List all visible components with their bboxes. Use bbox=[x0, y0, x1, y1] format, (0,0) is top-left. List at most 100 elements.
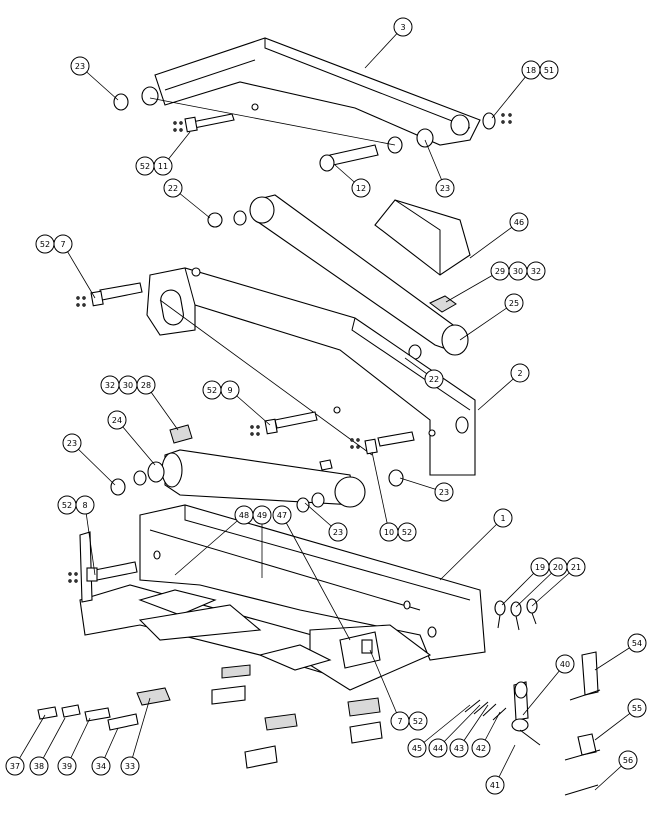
callout-bubble bbox=[618, 750, 638, 770]
callout-23: 23 bbox=[62, 433, 116, 486]
callout-number: 52 bbox=[207, 386, 217, 395]
callout-23: 23 bbox=[424, 139, 455, 198]
callout-bubble bbox=[120, 756, 140, 776]
part-41-handle bbox=[511, 718, 541, 746]
callout-34: 34 bbox=[91, 727, 119, 776]
callout-number: 49 bbox=[257, 511, 267, 520]
callout-number: 19 bbox=[535, 563, 545, 572]
callout-48: 48 bbox=[174, 505, 254, 576]
callout-30: 30 bbox=[508, 261, 528, 281]
callout-49: 49 bbox=[252, 505, 272, 578]
callout-number: 52 bbox=[140, 162, 150, 171]
callout-19: 19 bbox=[501, 557, 550, 606]
part-2-middle-arm bbox=[146, 267, 476, 476]
callout-3: 3 bbox=[364, 17, 413, 69]
callout-bubble bbox=[107, 410, 127, 430]
callout-8: 8 bbox=[75, 495, 96, 576]
callout-number: 33 bbox=[125, 762, 135, 771]
part-8-pin bbox=[68, 531, 138, 603]
callout-45: 45 bbox=[407, 704, 471, 758]
leader-line bbox=[522, 663, 566, 716]
callout-47: 47 bbox=[272, 505, 351, 641]
callout-bubble bbox=[424, 369, 444, 389]
part-39-plate bbox=[84, 707, 111, 722]
callout-number: 28 bbox=[141, 381, 151, 390]
leader-line bbox=[84, 504, 96, 576]
callout-bubble bbox=[272, 505, 292, 525]
callout-18: 18 bbox=[491, 60, 541, 119]
callout-number: 22 bbox=[429, 375, 439, 384]
callout-number: 56 bbox=[623, 756, 633, 765]
callout-number: 23 bbox=[75, 62, 85, 71]
callout-29: 29 bbox=[445, 261, 510, 303]
callout-bubble bbox=[351, 178, 371, 198]
callout-number: 51 bbox=[544, 66, 554, 75]
callout-bubble bbox=[91, 756, 111, 776]
callout-bubble bbox=[434, 482, 454, 502]
callout-bubble bbox=[539, 60, 559, 80]
callout-54: 54 bbox=[594, 633, 647, 671]
callout-bubble bbox=[449, 738, 469, 758]
callout-bubble bbox=[163, 178, 183, 198]
callout-21: 21 bbox=[531, 557, 586, 607]
callout-bubble bbox=[428, 738, 448, 758]
callout-bubble bbox=[252, 505, 272, 525]
part-18-washer bbox=[482, 112, 512, 130]
leader-line bbox=[437, 704, 481, 749]
part-12-pin bbox=[319, 144, 379, 172]
callout-bubble bbox=[504, 293, 524, 313]
callout-bubble bbox=[509, 212, 529, 232]
wear-pads bbox=[211, 664, 383, 769]
leader-line bbox=[369, 649, 401, 722]
callout-24: 24 bbox=[107, 410, 156, 466]
callout-number: 2 bbox=[517, 369, 522, 378]
callout-bubble bbox=[70, 56, 90, 76]
callout-28: 28 bbox=[136, 375, 179, 431]
callout-number: 20 bbox=[553, 563, 563, 572]
callout-7: 7 bbox=[53, 234, 96, 299]
callout-32: 32 bbox=[526, 261, 546, 281]
callout-32: 32 bbox=[100, 375, 120, 395]
callout-52: 52 bbox=[57, 495, 77, 515]
callout-number: 48 bbox=[239, 511, 249, 520]
callout-bubble bbox=[220, 380, 240, 400]
callout-12: 12 bbox=[334, 164, 371, 198]
callout-1: 1 bbox=[439, 508, 513, 581]
callout-bubble bbox=[526, 261, 546, 281]
callout-40: 40 bbox=[522, 654, 575, 716]
callout-52: 52 bbox=[202, 380, 222, 400]
callout-number: 52 bbox=[402, 528, 412, 537]
callout-bubble bbox=[62, 433, 82, 453]
callout-bubble bbox=[408, 711, 428, 731]
callout-number: 29 bbox=[495, 267, 505, 276]
callout-number: 12 bbox=[356, 184, 366, 193]
leader-line bbox=[491, 69, 532, 119]
callout-bubble bbox=[75, 495, 95, 515]
callout-number: 52 bbox=[62, 501, 72, 510]
leader-line bbox=[515, 566, 559, 608]
leader-line bbox=[281, 514, 351, 641]
callout-number: 23 bbox=[440, 184, 450, 193]
part-24-lower-cylinder bbox=[133, 449, 366, 508]
callout-23: 23 bbox=[70, 56, 119, 101]
callout-number: 37 bbox=[10, 762, 20, 771]
callout-20: 20 bbox=[515, 557, 568, 608]
callout-number: 55 bbox=[632, 704, 642, 713]
callout-bubble bbox=[29, 756, 49, 776]
callout-55: 55 bbox=[594, 698, 647, 741]
callout-23: 23 bbox=[304, 502, 348, 542]
callout-bubble bbox=[485, 775, 505, 795]
part-37-plate bbox=[37, 706, 58, 720]
callout-number: 42 bbox=[476, 744, 486, 753]
leader-line bbox=[531, 566, 577, 607]
callout-bubble bbox=[555, 654, 575, 674]
callout-number: 11 bbox=[158, 162, 168, 171]
callout-bubble bbox=[53, 234, 73, 254]
leader-line bbox=[459, 302, 515, 341]
callout-23: 23 bbox=[399, 477, 454, 502]
callout-52: 52 bbox=[408, 711, 428, 731]
callout-37: 37 bbox=[5, 714, 46, 776]
part-3-top-arm bbox=[141, 37, 481, 146]
part-46-cover bbox=[374, 199, 471, 276]
